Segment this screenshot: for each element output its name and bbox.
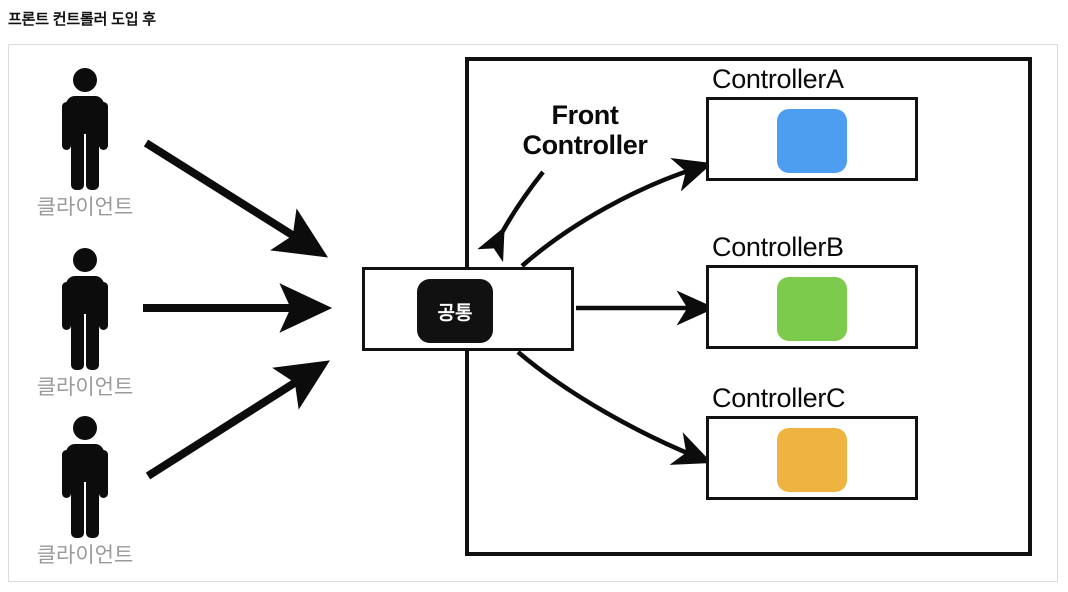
client-group-3: 클라이언트	[25, 416, 145, 569]
person-leg-right	[86, 478, 99, 538]
rounded-square-icon	[777, 109, 847, 173]
controller-c-title: ControllerC	[712, 383, 846, 413]
client-label-3: 클라이언트	[36, 543, 134, 567]
rounded-square-icon	[777, 277, 847, 341]
client-group-2: 클라이언트	[25, 248, 145, 401]
rounded-square-icon	[777, 428, 847, 492]
controller-group-a: ControllerA	[706, 64, 918, 181]
person-leg-left	[71, 478, 84, 538]
person-leg-right	[86, 130, 99, 190]
controller-b-title: ControllerB	[712, 232, 844, 262]
controller-c-box	[706, 416, 918, 500]
person-leg-right	[86, 310, 99, 370]
person-icon	[52, 416, 118, 538]
client-label-1: 클라이언트	[36, 195, 134, 219]
arrow-client3-to-front-controller	[145, 360, 330, 480]
arrow-front-controller-to-controller-a	[520, 158, 713, 268]
front-controller-annotation: Front Controller	[505, 100, 665, 160]
person-icon	[52, 248, 118, 370]
controller-a-box	[706, 97, 918, 181]
client-label-2: 클라이언트	[36, 375, 134, 399]
arrow-client1-to-front-controller	[143, 139, 329, 258]
controller-group-c: ControllerC	[706, 383, 918, 500]
person-leg-gap	[84, 314, 86, 370]
front-controller-annotation-line2: Controller	[522, 130, 648, 161]
person-leg-left	[71, 310, 84, 370]
client-group-1: 클라이언트	[25, 68, 145, 221]
person-torso	[66, 276, 104, 316]
front-controller-box: 공통	[362, 267, 574, 351]
person-leg-left	[71, 130, 84, 190]
page-title: 프론트 컨트롤러 도입 후	[8, 11, 156, 28]
person-leg-gap	[84, 134, 86, 190]
person-leg-gap	[84, 482, 86, 538]
person-torso	[66, 444, 104, 484]
arrow-annotation-pointer	[477, 170, 545, 263]
controller-b-box	[706, 265, 918, 349]
front-controller-annotation-line1: Front	[551, 100, 619, 130]
person-head	[73, 68, 97, 92]
person-icon	[52, 68, 118, 190]
person-head	[73, 416, 97, 440]
controller-a-title: ControllerA	[712, 64, 844, 94]
arrow-front-controller-to-controller-c	[516, 350, 713, 465]
controller-group-b: ControllerB	[706, 232, 918, 349]
person-torso	[66, 96, 104, 136]
common-chip-label: 공통	[417, 279, 493, 343]
person-head	[73, 248, 97, 272]
